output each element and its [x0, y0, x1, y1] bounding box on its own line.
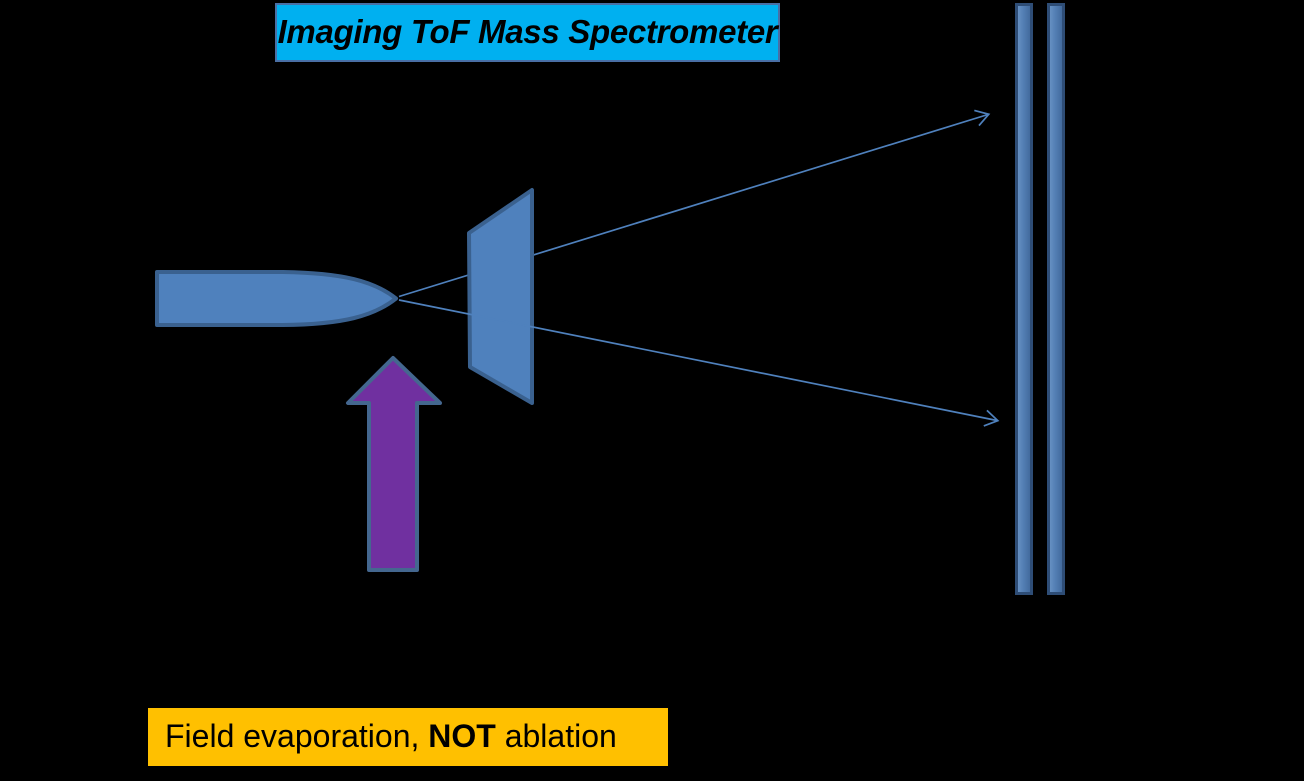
detector-plate-back: [1047, 3, 1065, 595]
caption-banner: Field evaporation, NOT ablation: [148, 708, 668, 766]
detector-plate-front: [1015, 3, 1033, 595]
caption-text-emphasis: NOT: [428, 718, 496, 754]
ion-trajectory-lower-arrow: [398, 299, 1000, 427]
diagram-title: Imaging ToF Mass Spectrometer: [275, 3, 780, 62]
diagram-title-label: Imaging ToF Mass Spectrometer: [277, 13, 778, 50]
caption-text-lead: Field evaporation,: [165, 718, 429, 754]
specimen-tip-shape: [155, 270, 398, 327]
field-pulse-up-arrow: [346, 356, 442, 572]
caption-text-tail: ablation: [495, 718, 617, 754]
extraction-electrode-shape: [467, 188, 534, 405]
